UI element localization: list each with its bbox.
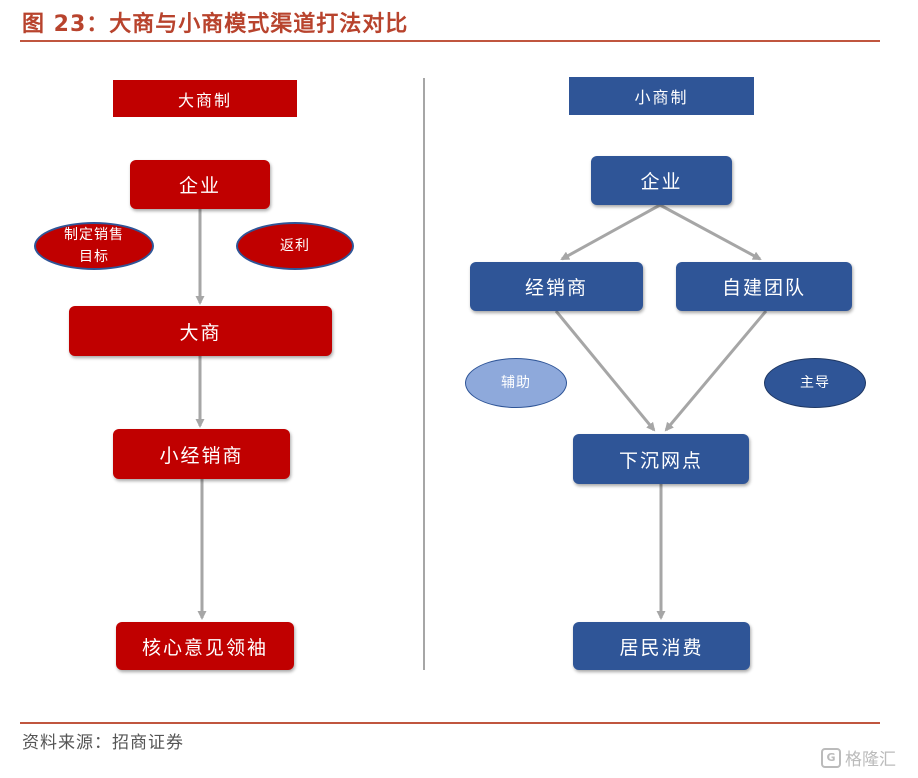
big-dealer-node: 大商 [69, 306, 332, 356]
primary-oval: 主导 [764, 358, 866, 408]
dealer-node: 经销商 [470, 262, 643, 311]
watermark-logo-icon: G [821, 747, 841, 768]
footer-rule [20, 722, 880, 724]
source-note: 资料来源：招商证券 [22, 733, 184, 753]
arrow-dealer-to-outlets [554, 310, 656, 432]
arrow-enterprise-to-dealer [560, 203, 661, 261]
title-rule [20, 40, 880, 42]
watermark-text: 格隆汇 [845, 750, 896, 770]
small-dealer-node: 小经销商 [113, 429, 290, 479]
big-dealer-model-label: 大商制 [113, 80, 297, 117]
sales-target-oval: 制定销售目标 [34, 222, 154, 270]
watermark: G 格隆汇 [821, 745, 896, 770]
sinking-outlets-node: 下沉网点 [573, 434, 749, 484]
own-team-node: 自建团队 [676, 262, 852, 311]
left-enterprise-node: 企业 [130, 160, 270, 209]
rebate-oval: 返利 [236, 222, 354, 270]
figure-title: 图 23：大商与小商模式渠道打法对比 [22, 12, 409, 37]
arrow-own-team-to-outlets [664, 310, 768, 432]
consumers-node: 居民消费 [573, 622, 750, 670]
auxiliary-oval: 辅助 [465, 358, 567, 408]
small-dealer-model-label: 小商制 [569, 77, 754, 115]
arrow-enterprise-to-own-team [659, 203, 762, 261]
opinion-leader-node: 核心意见领袖 [116, 622, 294, 670]
center-divider [423, 78, 425, 670]
right-enterprise-node: 企业 [591, 156, 732, 205]
